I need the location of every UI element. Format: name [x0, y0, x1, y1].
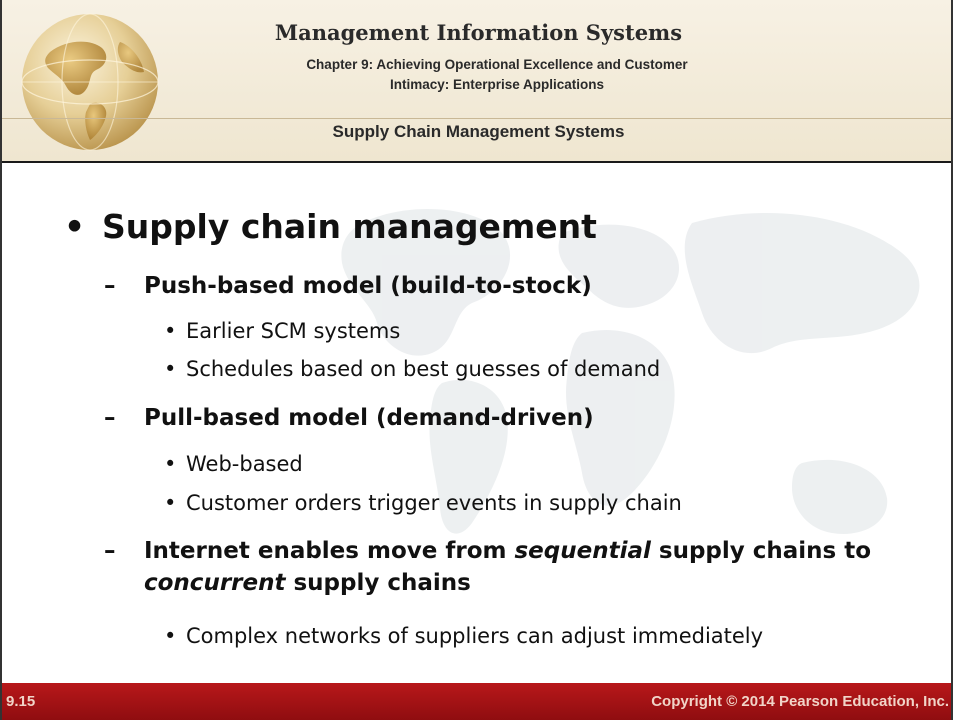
internet-text-part: supply chains	[285, 570, 471, 596]
internet-text-part: Internet enables move from	[144, 538, 515, 564]
push-model-sub-item: • Schedules based on best guesses of dem…	[164, 355, 660, 383]
push-model-label: Push-based model (build-to-stock)	[144, 273, 592, 299]
pull-model-sub-item: • Web-based	[164, 450, 303, 478]
bullet-icon: •	[164, 624, 177, 648]
slide-header: Management Information Systems Chapter 9…	[2, 0, 951, 163]
internet-sub-item: • Complex networks of suppliers can adju…	[164, 622, 763, 650]
push-model-sub-text: Schedules based on best guesses of deman…	[186, 357, 661, 381]
sequential-emphasis: sequential	[514, 538, 651, 564]
concurrent-emphasis: concurrent	[144, 570, 286, 596]
internet-sub-text: Complex networks of suppliers can adjust…	[186, 624, 764, 648]
dash-icon: –	[104, 538, 116, 564]
bullet-icon: •	[164, 491, 177, 515]
bullet-icon: •	[164, 357, 177, 381]
slide-number: 9.15	[6, 693, 36, 710]
internet-text: Internet enables move from sequential su…	[144, 535, 934, 599]
pull-model-sub-text: Customer orders trigger events in supply…	[186, 491, 682, 515]
internet-text-part: supply chains to	[650, 538, 872, 564]
copyright-notice: Copyright © 2014 Pearson Education, Inc.	[651, 693, 949, 710]
dash-icon: –	[104, 405, 116, 431]
dash-icon: –	[104, 273, 116, 299]
chapter-title-line-1: Chapter 9: Achieving Operational Excelle…	[306, 57, 688, 72]
pull-model-label: Pull-based model (demand-driven)	[144, 405, 594, 431]
bullet-icon: •	[164, 319, 177, 343]
globe-icon	[21, 13, 159, 151]
main-bullet: • Supply chain management	[64, 207, 597, 246]
pull-model-sub-item: • Customer orders trigger events in supp…	[164, 489, 682, 517]
chapter-title-line-2: Intimacy: Enterprise Applications	[389, 77, 605, 92]
slide-footer: 9.15 Copyright © 2014 Pearson Education,…	[2, 683, 951, 720]
section-title: Supply Chain Management Systems	[332, 122, 625, 141]
slide-content: • Supply chain management – Push-based m…	[2, 163, 951, 683]
pull-model-sub-text: Web-based	[186, 452, 303, 476]
chapter-title: Chapter 9: Achieving Operational Excelle…	[262, 55, 732, 95]
push-model-sub-text: Earlier SCM systems	[186, 319, 401, 343]
bullet-icon: •	[164, 452, 177, 476]
internet-item: – Internet enables move from sequential …	[104, 535, 934, 599]
book-title: Management Information Systems	[274, 20, 683, 45]
main-bullet-text: Supply chain management	[102, 207, 597, 246]
push-model-sub-item: • Earlier SCM systems	[164, 317, 400, 345]
header-divider	[2, 118, 951, 119]
bullet-icon: •	[64, 207, 86, 246]
push-model-item: – Push-based model (build-to-stock)	[104, 270, 924, 302]
pull-model-item: – Pull-based model (demand-driven)	[104, 402, 924, 434]
